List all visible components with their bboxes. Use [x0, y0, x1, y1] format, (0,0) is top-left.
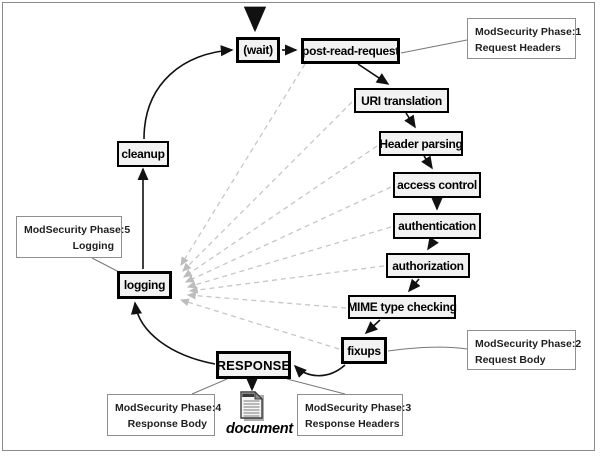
dashed-logging-links: [179, 63, 392, 350]
flow-cycle-arrows: [130, 6, 443, 392]
annotation-phase3-line2: Response Headers: [305, 418, 400, 431]
document-icon: [239, 390, 267, 423]
annotation-phase4-line1: ModSecurity Phase:4: [115, 402, 222, 414]
annotation-phase2-line2: Request Body: [475, 354, 546, 367]
annotation-phase5: ModSecurity Phase:5 Logging: [16, 216, 131, 258]
annotation-connectors: [91, 39, 468, 395]
flow-node-mime-type-checking: MIME type checking: [347, 295, 457, 319]
flow-node-post-read-request: post-read-request: [301, 38, 400, 64]
flow-node-wait: (wait): [236, 37, 280, 63]
flow-node-logging: logging: [117, 271, 172, 299]
annotation-phase4: ModSecurity Phase:4 Response Body: [107, 394, 222, 436]
flow-node-access-control: access control: [393, 172, 481, 198]
annotation-phase3-line1: ModSecurity Phase:3: [305, 402, 412, 414]
flow-node-authorization: authorization: [386, 253, 470, 278]
annotation-phase2: ModSecurity Phase:2 Request Body: [467, 330, 582, 370]
annotation-phase2-line1: ModSecurity Phase:2: [475, 338, 582, 350]
flow-node-authentication: authentication: [393, 213, 481, 239]
annotation-phase1-line2: Request Headers: [475, 42, 561, 55]
annotation-phase4-line2: Response Body: [127, 418, 207, 431]
flow-node-header-parsing: Header parsing: [379, 131, 463, 156]
annotation-phase1-line1: ModSecurity Phase:1: [475, 26, 582, 38]
flow-node-uri-translation: URI translation: [354, 88, 449, 113]
annotation-phase5-line1: ModSecurity Phase:5: [24, 224, 131, 236]
flow-node-response: RESPONSE: [216, 351, 291, 379]
annotation-phase5-line2: Logging: [72, 240, 114, 253]
annotation-phase3: ModSecurity Phase:3 Response Headers: [297, 394, 412, 436]
flow-node-cleanup: cleanup: [117, 141, 169, 167]
document-label: document: [226, 421, 293, 437]
annotation-phase1: ModSecurity Phase:1 Request Headers: [467, 18, 582, 59]
flow-node-fixups: fixups: [341, 337, 387, 364]
